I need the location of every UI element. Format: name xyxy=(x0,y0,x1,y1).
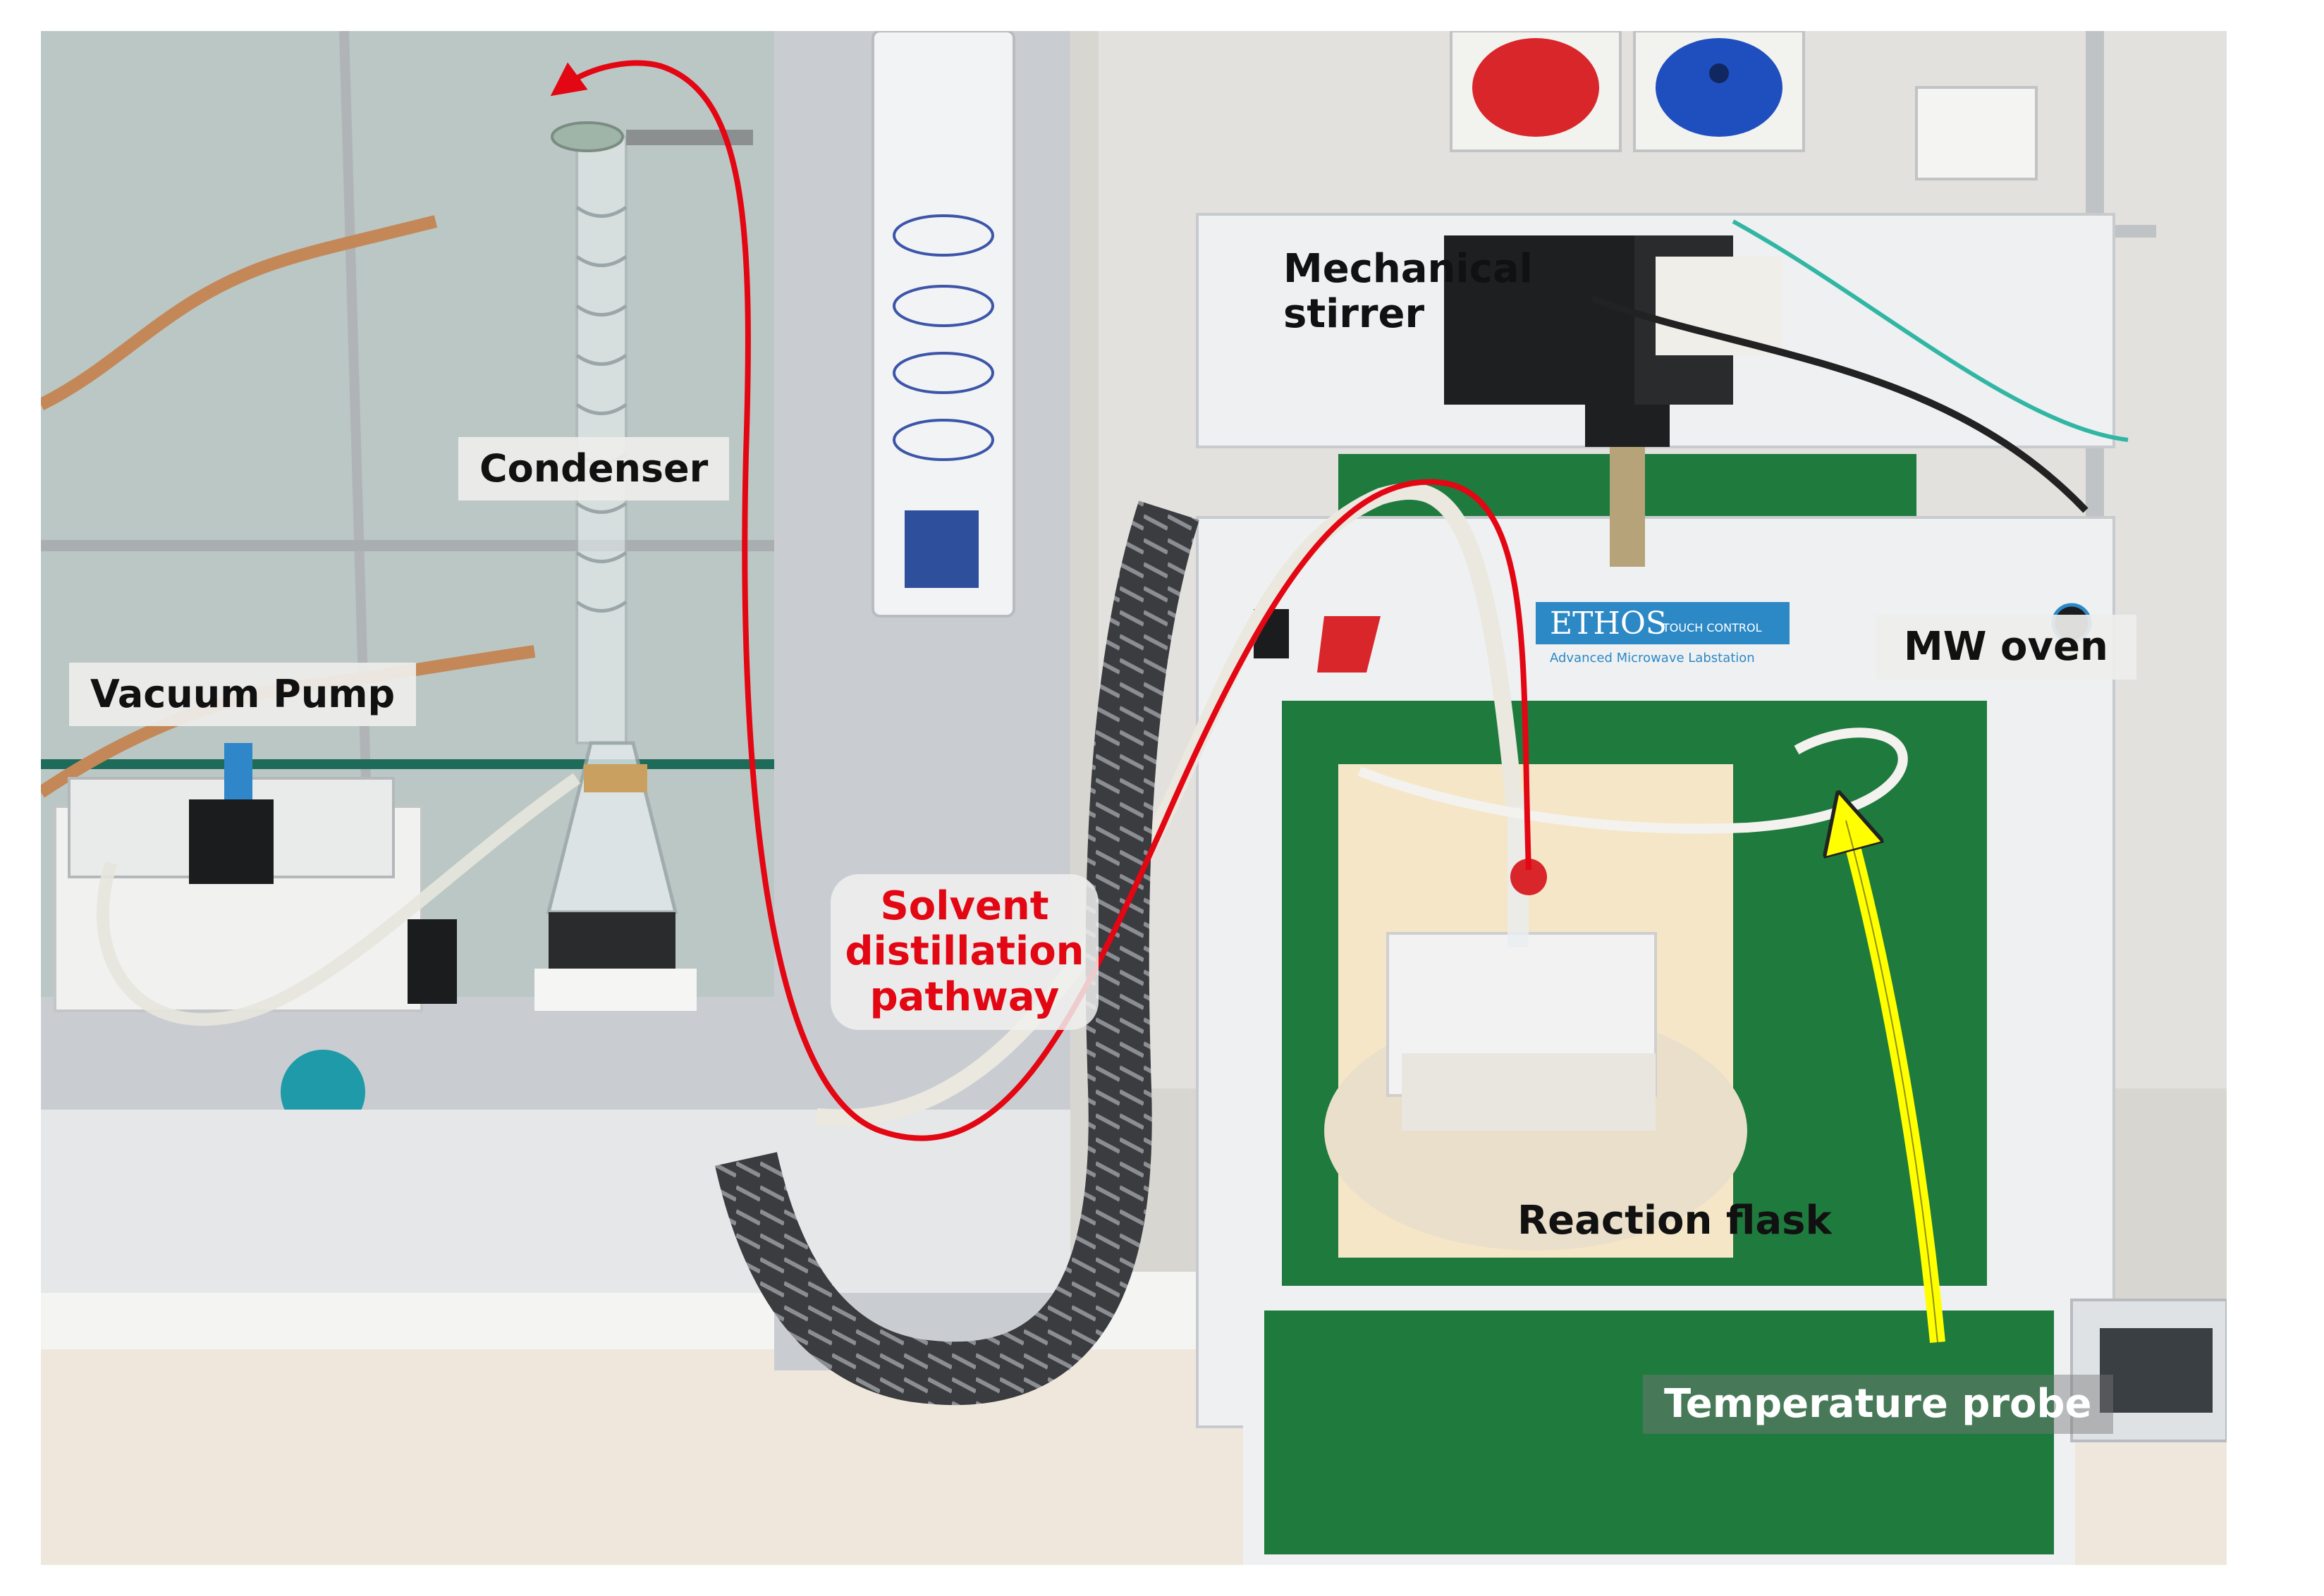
red-socket-icon xyxy=(1450,31,1622,152)
label-condenser: Condenser xyxy=(458,437,730,501)
label-mechanical-stirrer: Mechanical stirrer xyxy=(1283,246,1533,338)
oven-logo xyxy=(1317,616,1381,673)
solvent-pathway-arrow xyxy=(550,60,1531,1141)
copper-tube-upper xyxy=(41,215,438,411)
mechanical-stirrer-device xyxy=(1444,235,1782,567)
label-vacuum-pump: Vacuum Pump xyxy=(69,663,417,727)
hood-logo xyxy=(905,510,979,588)
vacuum-pump-device xyxy=(54,743,457,1012)
label-solvent-line2: distillation xyxy=(845,928,1084,975)
wall-outlet xyxy=(1915,86,2038,180)
white-tubing xyxy=(815,482,1523,1127)
probe-wire xyxy=(1357,728,1908,834)
label-reaction-flask: Reaction flask xyxy=(1517,1198,1832,1244)
stirrer-cable xyxy=(1591,295,2088,513)
label-mechanical-stirrer-line2: stirrer xyxy=(1283,291,1425,338)
oven-brand-plate xyxy=(1536,602,1790,644)
label-solvent-distillation-pathway: Solvent distillation pathway xyxy=(831,874,1099,1031)
exhaust-hose xyxy=(715,501,1199,1406)
label-solvent-line3: pathway xyxy=(869,974,1060,1020)
oven-brand-sub: TOUCH CONTROL xyxy=(1662,621,1762,634)
lab-setup-photo: ETHOS TOUCH CONTROL Advanced Microwave L… xyxy=(41,31,2227,1565)
hood-control-panel xyxy=(872,31,1015,618)
oven-brand: ETHOS xyxy=(1550,606,1667,642)
blue-socket-icon xyxy=(1633,31,1805,152)
oven-door xyxy=(1243,1289,2075,1565)
pump-tubing xyxy=(96,773,581,1026)
teal-strings xyxy=(1732,219,2129,442)
label-solvent-line1: Solvent xyxy=(880,883,1049,929)
stirrer-label-plate xyxy=(1656,257,1782,355)
label-mw-oven: MW oven xyxy=(1876,615,2136,680)
stirrer-shaft xyxy=(1610,447,1645,567)
label-temperature-probe: Temperature probe xyxy=(1643,1375,2113,1435)
label-mechanical-stirrer-line1: Mechanical xyxy=(1283,246,1533,292)
oven-tagline: Advanced Microwave Labstation xyxy=(1550,651,1755,665)
